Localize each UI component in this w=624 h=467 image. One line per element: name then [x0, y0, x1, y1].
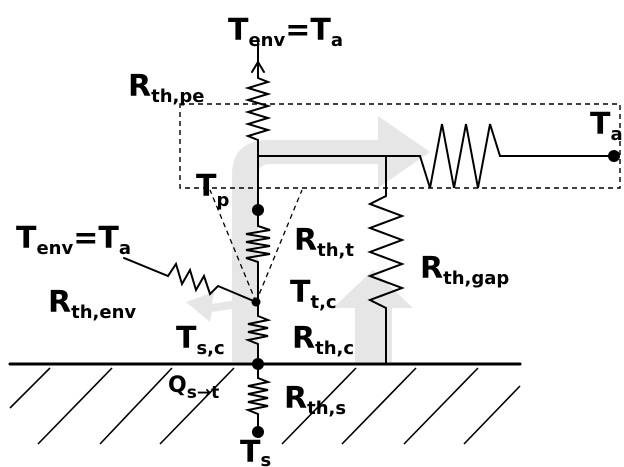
resistor-rth-s: [244, 363, 272, 433]
label-t-a-right: Ta: [590, 107, 623, 145]
resistor-rth-pe: [244, 61, 272, 157]
label-t-t-c: Tt,c: [290, 275, 337, 313]
label-t-env-left: Tenv=Ta: [16, 221, 131, 259]
circuit-wires: [123, 41, 615, 433]
label-r-th-c: Rth,c: [292, 321, 354, 359]
node-tp: [252, 204, 264, 216]
label-t-s-c: Ts,c: [176, 321, 225, 359]
node-ts: [252, 426, 264, 438]
heat-flow-arrows: [186, 116, 430, 362]
ground-hatching: [9, 367, 521, 445]
node-ttc: [251, 297, 261, 307]
label-r-th-s: Rth,s: [284, 381, 346, 419]
label-r-th-pe: Rth,pe: [128, 69, 204, 107]
resistor-rth-c: [244, 301, 272, 365]
label-r-th-t: Rth,t: [294, 223, 354, 261]
dashed-boundary: [179, 103, 621, 189]
node-tsc: [252, 358, 264, 370]
label-t-s: Ts: [240, 435, 271, 467]
label-t-p: Tp: [196, 169, 229, 211]
heat-flow-arrow-bent: [232, 116, 430, 362]
label-r-th-env: Rth,env: [48, 285, 136, 323]
label-t-env-top: Tenv=Ta: [228, 13, 343, 51]
label-r-th-gap: Rth,gap: [420, 251, 509, 289]
labels: Tenv=Ta Rth,pe Ta Tp Rth,t Rth,gap Tenv=…: [16, 13, 623, 467]
wire-horizontal-right: [257, 123, 615, 189]
resistor-rth-t: [245, 209, 271, 303]
dashed-cone: [209, 189, 303, 303]
node-ta-right: [608, 150, 620, 162]
heat-flow-arrow-left: [186, 292, 238, 322]
heat-flow-arrow-up: [333, 270, 413, 362]
nodes: [251, 150, 620, 438]
ground: [8, 362, 522, 445]
label-q-s-t: Qs→t: [168, 373, 219, 403]
resistor-rth-env: [123, 257, 257, 303]
resistor-rth-gap: [367, 155, 405, 365]
